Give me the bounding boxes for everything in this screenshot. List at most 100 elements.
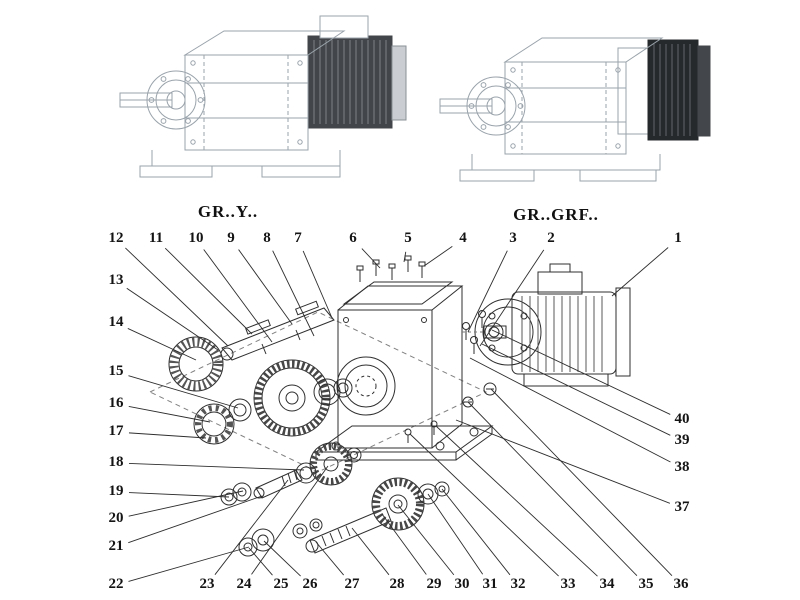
leader-line-40	[491, 329, 671, 415]
leader-line-11	[164, 247, 253, 335]
callout-30: 30	[453, 575, 471, 592]
leader-line-1	[611, 247, 669, 297]
motor-fan-cowl	[615, 287, 631, 377]
callout-34: 34	[598, 575, 616, 592]
callout-39: 39	[673, 431, 691, 448]
leader-line-27	[315, 541, 344, 576]
callout-26: 26	[301, 575, 319, 592]
callout-25: 25	[272, 575, 290, 592]
callout-28: 28	[388, 575, 406, 592]
leader-line-17	[128, 432, 207, 439]
leader-line-28	[351, 527, 390, 576]
brake-cover	[697, 45, 711, 137]
mounting-feet	[471, 154, 661, 171]
mounting-feet	[151, 150, 341, 167]
leader-line-33	[409, 433, 559, 577]
callout-16: 16	[107, 394, 125, 411]
callout-36: 36	[672, 575, 690, 592]
callout-6: 6	[348, 229, 358, 246]
variant-label-gr-y: GR..Y..	[197, 202, 259, 221]
callout-15: 15	[107, 362, 125, 379]
housing-cover	[342, 281, 454, 305]
callout-12: 12	[107, 229, 125, 246]
brake-fins	[653, 44, 691, 136]
leader-line-8	[272, 250, 315, 337]
callout-14: 14	[107, 313, 125, 330]
callout-35: 35	[637, 575, 655, 592]
leader-line-30	[397, 504, 455, 576]
leader-line-38	[469, 357, 671, 463]
gearmotor-drawing-gr-y	[119, 15, 407, 178]
callout-22: 22	[107, 575, 125, 592]
leader-line-20	[128, 490, 244, 517]
leader-line-25	[248, 547, 273, 576]
base-bolts	[404, 420, 438, 443]
callout-9: 9	[226, 229, 236, 246]
callout-23: 23	[198, 575, 216, 592]
callout-13: 13	[107, 271, 125, 288]
leader-line-32	[441, 488, 511, 576]
pinion-shaft-assembly	[220, 469, 303, 506]
callout-11: 11	[147, 229, 165, 246]
callout-29: 29	[425, 575, 443, 592]
callout-32: 32	[509, 575, 527, 592]
leader-line-16	[128, 406, 211, 423]
leader-line-13	[126, 287, 219, 351]
callout-40: 40	[673, 410, 691, 427]
motor-feet	[523, 373, 609, 387]
leader-line-23	[214, 479, 289, 575]
large-output-gear	[253, 359, 331, 437]
leader-line-34	[435, 425, 598, 577]
leader-line-21	[128, 495, 263, 544]
callout-5: 5	[403, 229, 413, 246]
callout-4: 4	[458, 229, 468, 246]
callout-31: 31	[481, 575, 499, 592]
input-shaft-assembly	[305, 477, 450, 554]
callout-21: 21	[107, 537, 125, 554]
callout-24: 24	[235, 575, 253, 592]
leader-line-19	[128, 492, 230, 498]
callout-2: 2	[546, 229, 556, 246]
leader-line-22	[128, 546, 250, 582]
callout-3: 3	[508, 229, 518, 246]
shaft-key	[295, 300, 319, 316]
leader-line-10	[203, 249, 273, 343]
leader-line-36	[490, 388, 673, 576]
variant-label-gr-grf: GR..GRF..	[513, 205, 599, 224]
shaft-key	[245, 319, 271, 335]
leader-line-39	[481, 343, 671, 436]
callout-8: 8	[262, 229, 272, 246]
leader-line-9	[238, 249, 293, 325]
leader-line-37	[455, 419, 671, 504]
callout-37: 37	[673, 498, 691, 515]
fan-cowl	[391, 45, 407, 121]
flange-bolts	[462, 310, 504, 354]
leader-line-35	[467, 401, 638, 576]
leader-line-14	[127, 328, 197, 361]
callout-10: 10	[187, 229, 205, 246]
output-bearing	[193, 403, 235, 445]
terminal-box	[319, 15, 369, 39]
leader-line-5	[403, 251, 407, 263]
leader-line-12	[125, 247, 229, 347]
gearmotor-drawing-gr-grf	[439, 37, 711, 182]
leader-line-2	[479, 249, 545, 347]
callout-38: 38	[673, 458, 691, 475]
intermediate-gear	[295, 442, 362, 486]
callout-17: 17	[107, 422, 125, 439]
exploded-view-drawing	[148, 255, 631, 557]
washer	[228, 398, 252, 422]
callout-20: 20	[107, 509, 125, 526]
spacer-rings	[313, 378, 353, 406]
leader-line-6	[361, 248, 381, 269]
callout-1: 1	[673, 229, 683, 246]
leader-line-18	[128, 463, 305, 471]
leader-line-29	[381, 513, 427, 575]
leader-line-24	[251, 465, 329, 575]
leader-line-15	[128, 375, 239, 409]
leader-line-4	[423, 246, 453, 267]
